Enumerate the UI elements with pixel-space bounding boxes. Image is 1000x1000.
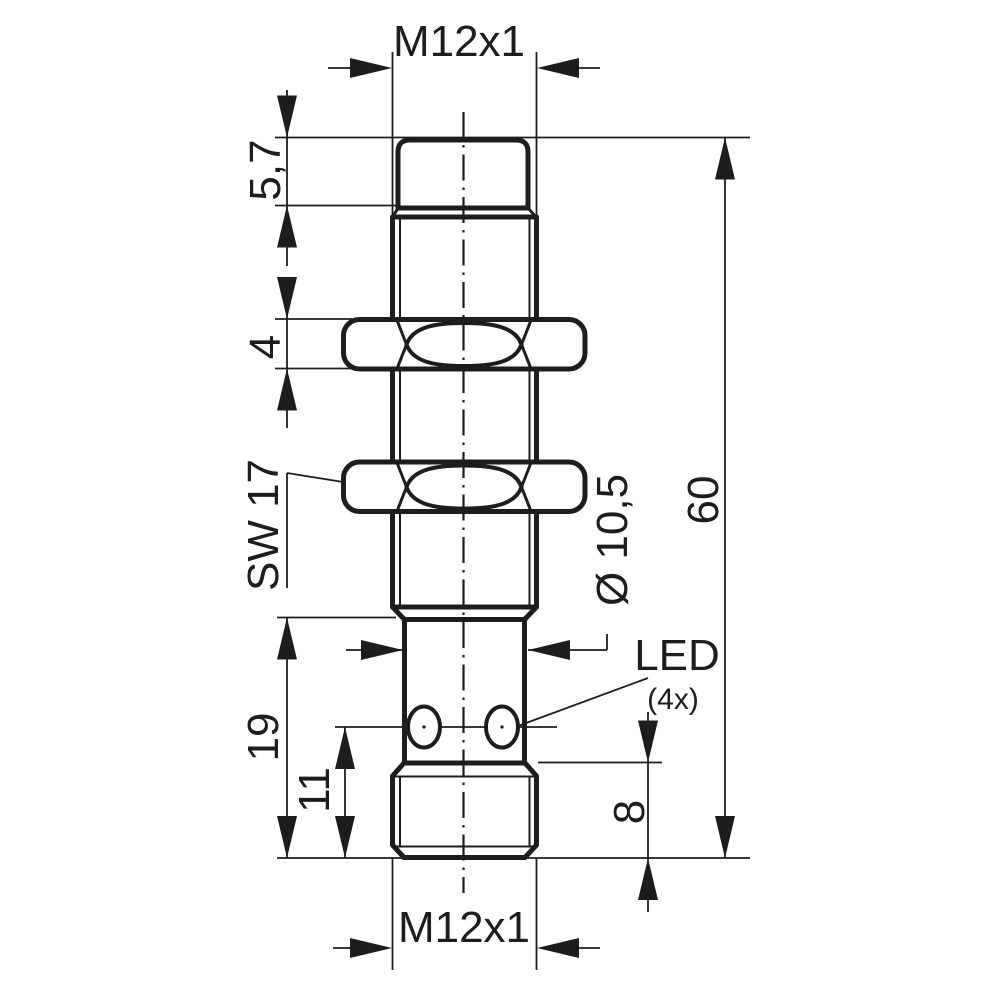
led-windows <box>406 704 520 750</box>
dimension-cap-height: 5,7 <box>241 90 297 266</box>
dimension-lower-length: 19 <box>239 617 297 858</box>
label-thread-bottom: M12x1 <box>398 903 530 952</box>
led-callout: LED (4x) <box>517 631 720 727</box>
label-led-count: (4x) <box>647 683 699 716</box>
connector-outline <box>390 760 539 860</box>
label-wrench-size: SW 17 <box>239 459 288 591</box>
dimension-thread-top: M12x1 <box>328 17 600 78</box>
label-cap-height: 5,7 <box>241 139 290 200</box>
label-nut-height: 4 <box>241 335 290 359</box>
dimension-led-offset: 11 <box>290 727 355 858</box>
label-body-diameter: Ø 10,5 <box>588 474 637 606</box>
wrench-size-callout: SW 17 <box>239 459 344 591</box>
dimension-thread-bottom: M12x1 <box>333 903 600 958</box>
label-lower-length: 19 <box>239 713 288 762</box>
dimension-body-diameter: Ø 10,5 <box>346 474 637 660</box>
dimension-total-length: 60 <box>679 137 735 858</box>
label-led-offset: 11 <box>290 767 339 813</box>
label-connector-height: 8 <box>605 800 654 824</box>
dimension-nut-height: 4 <box>241 277 297 428</box>
barrel-bottom <box>390 604 539 622</box>
label-total-length: 60 <box>679 476 728 525</box>
dimension-connector-height: 8 <box>605 712 658 912</box>
sensing-head <box>395 137 531 211</box>
label-led: LED <box>634 631 720 680</box>
label-thread-top: M12x1 <box>393 17 525 66</box>
